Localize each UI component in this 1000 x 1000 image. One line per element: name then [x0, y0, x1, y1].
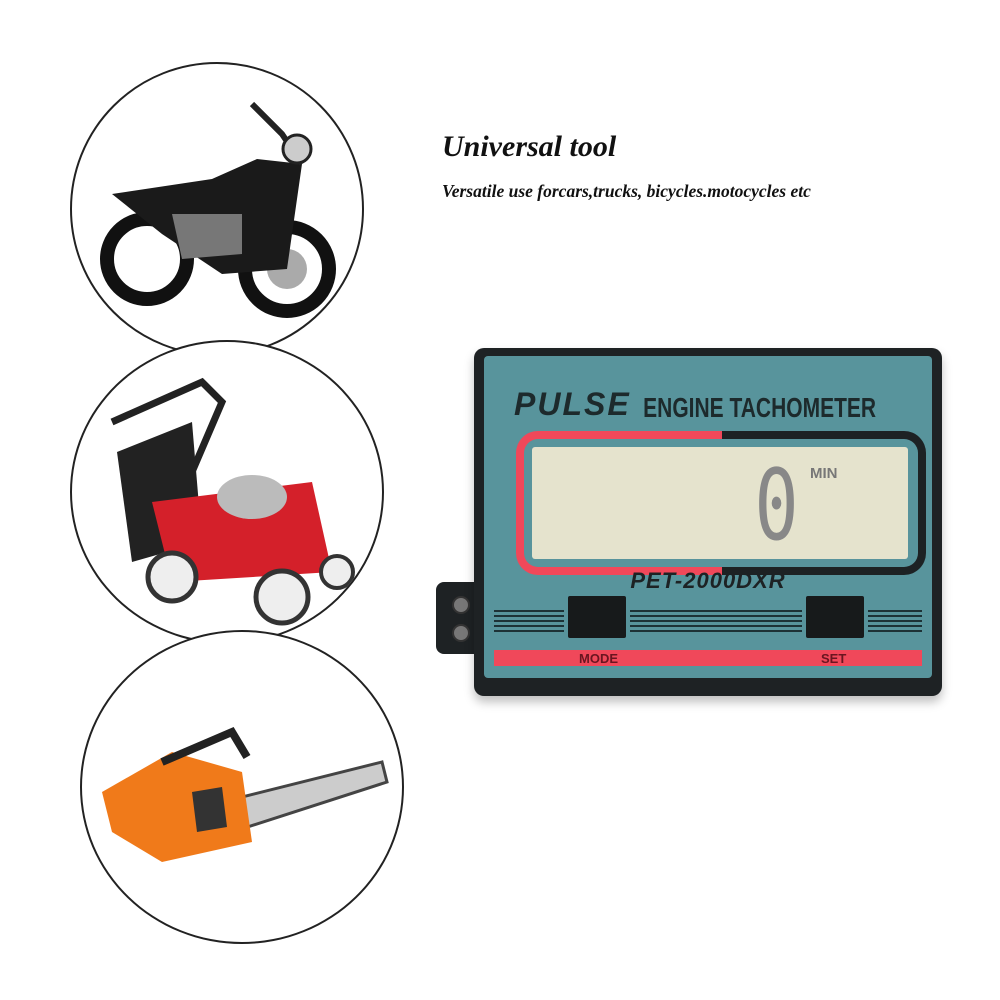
chainsaw-image [80, 630, 404, 944]
decorative-lines [868, 610, 922, 632]
display-bezel-red [516, 431, 734, 575]
model-number: PET-2000DXR [630, 568, 786, 593]
brand-name: PULSE [514, 386, 631, 422]
tachometer-device: PULSE ENGINE TACHOMETER 0 MIN PET-2000DX… [474, 348, 942, 696]
set-button[interactable] [806, 596, 864, 638]
lawn-mower-image [70, 340, 384, 644]
decorative-lines [630, 610, 802, 632]
label-strip [494, 650, 922, 666]
mode-button[interactable] [568, 596, 626, 638]
display-bezel-black [722, 431, 926, 575]
lawn-mower-icon [110, 377, 355, 626]
motorcycle-image [70, 62, 364, 356]
device-brand: PULSE ENGINE TACHOMETER [514, 386, 876, 423]
mounting-hole [452, 596, 470, 614]
rpm-reading: 0 [754, 449, 799, 563]
decorative-lines [494, 610, 564, 632]
lcd-display: 0 MIN [532, 447, 908, 563]
mode-label: MODE [579, 651, 618, 666]
headline: Universal tool [442, 130, 617, 163]
subheadline: Versatile use forcars,trucks, bicycles.m… [442, 181, 811, 201]
unit-label: MIN [810, 465, 838, 482]
device-face: PULSE ENGINE TACHOMETER 0 MIN PET-2000DX… [484, 356, 932, 678]
set-label: SET [821, 651, 847, 666]
mounting-hole [452, 624, 470, 642]
motorcycle-icon [100, 101, 336, 318]
product-name: ENGINE TACHOMETER [643, 393, 877, 424]
chainsaw-icon [102, 726, 389, 862]
